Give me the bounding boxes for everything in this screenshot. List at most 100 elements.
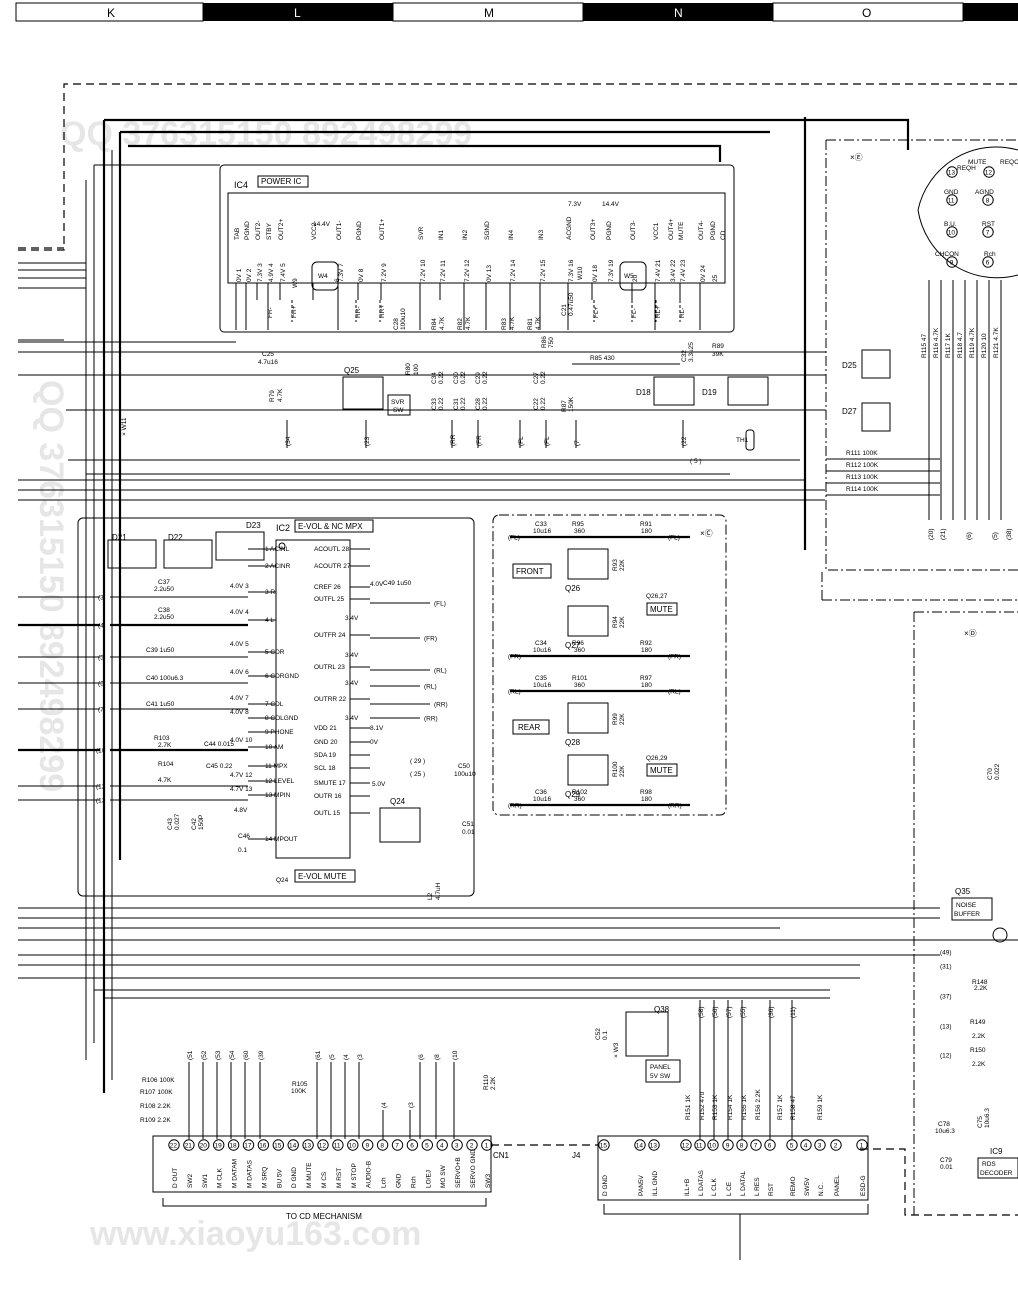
- cn1-label: CN1: [493, 1151, 510, 1160]
- j4-signal-8: L DATAL: [740, 1170, 747, 1196]
- jumper-w5: W5: [624, 273, 634, 280]
- cn1-pin-21-number: 21: [185, 1143, 193, 1150]
- jumper-w9: W9: [292, 278, 299, 288]
- cn1-pin-17-number: 17: [244, 1143, 252, 1150]
- r80-label: R80: [405, 363, 412, 375]
- j4-pin-10-number: 10: [709, 1143, 717, 1150]
- ic4-voltage-7: 7.3V 7: [338, 263, 345, 282]
- r83-value: 4.7K: [509, 316, 516, 330]
- r117-label: R117 1K: [945, 333, 952, 358]
- connector-e-label-rst: RST: [982, 221, 995, 228]
- r99-label: R99: [612, 713, 619, 725]
- r86-value: 750: [548, 337, 555, 348]
- cn1-pin-1-number: 1: [485, 1143, 489, 1150]
- ic2-left-pin-2: 2 ACINR: [265, 563, 291, 570]
- grid-col-m: M: [484, 6, 494, 20]
- r109-label: R109 2.2K: [140, 1117, 171, 1124]
- ic2-left-pin-12: 12 LEVEL: [265, 778, 295, 785]
- ic2-right-voltage: 3.4V: [345, 615, 359, 622]
- ic2-output-arrows: (FL)(FR)(RL)(RL)(RR)(RR)( 29 )( 25 ): [370, 601, 448, 778]
- svr-sw-line1: SVR: [391, 399, 405, 406]
- j4-pin-4-number: 4: [804, 1143, 808, 1150]
- c25-label: C25: [262, 351, 274, 358]
- mute-out-fr: (FR): [668, 654, 681, 661]
- cn1-wire-tag-51: (51: [187, 1050, 194, 1060]
- j4-signal-3: N.C.: [818, 1183, 825, 1196]
- ic4-note-7v3: 7.3V: [568, 201, 582, 208]
- cap-c29-label: C29: [475, 372, 482, 384]
- r100-value: 22K: [619, 765, 626, 777]
- ic2-input-arrows: (3(4(5(6(7(10(12(13: [18, 595, 248, 805]
- j4-signal-5: REMO: [790, 1177, 797, 1197]
- cap-c33-label: C33: [431, 398, 438, 410]
- input-tag-5: (5: [98, 655, 104, 662]
- ic2-left-pin-13: 13 MPIN: [265, 792, 291, 799]
- ic4-pin-24: PGND: [710, 221, 717, 240]
- ic4-voltage-21: 3.4V 22: [670, 259, 677, 282]
- ic2-right-pin-25: OUTFL 25: [314, 596, 344, 603]
- cn1-wire-tag-52: (52: [201, 1050, 208, 1060]
- right-bus-in-31: (31): [940, 964, 952, 971]
- connector-e-label-rch: Rch: [984, 251, 996, 258]
- j4-pin-2-number: 2: [834, 1143, 838, 1150]
- ic2-left-voltage: 4.0V 7: [230, 695, 249, 702]
- ic2-left-pin-1: 1 ACINL: [265, 546, 290, 553]
- cn1-signal-19: M CLK: [217, 1167, 224, 1188]
- cn1-wire-tag-4: (4: [381, 1102, 388, 1108]
- output-tag-fr: (FR): [424, 636, 437, 643]
- ic2-right-voltage: 3.4V: [345, 680, 359, 687]
- connector-e-pin-13-ring: [946, 166, 958, 178]
- ic2-left-pin-14: 14 MPOUT: [265, 836, 298, 843]
- grid-col-n: N: [674, 6, 683, 20]
- c79-label: C79: [940, 1157, 952, 1164]
- r98-value: 180: [641, 796, 652, 803]
- j4-pin-3-ring: [814, 1139, 826, 1151]
- cn1-signal-20: SW1: [202, 1174, 209, 1188]
- noise-buffer-line2: BUFFER: [954, 911, 980, 918]
- l2-label: L2: [427, 892, 434, 900]
- r89-value: 39K: [712, 351, 724, 358]
- right-bus-20: (20): [928, 528, 935, 540]
- right-bus-arrows: (20)(21)(6)(5)(38)(49)(31)(37)(13)(12): [928, 528, 1013, 1059]
- cn1-pin-6-ring: [406, 1139, 419, 1151]
- ic4-pin-22: MUTE: [678, 221, 685, 240]
- c45-label: C45 0.22: [206, 763, 233, 770]
- cn1-wire-tag-3: (3: [357, 1054, 364, 1060]
- c52-value: 0.1: [602, 1031, 609, 1040]
- cn1-pin-22-number: 22: [170, 1143, 178, 1150]
- ic4-pin-3: OUT2-: [255, 221, 262, 241]
- input-tag-12: (12: [96, 784, 106, 791]
- r158-label: R158 47: [790, 1095, 797, 1120]
- ic2-right-pin-23: OUTRL 23: [314, 664, 345, 671]
- ic2-right-pin-28: ACOUTL 28: [314, 546, 350, 553]
- cn1-wire-tag-3: (3: [408, 1102, 415, 1108]
- output-tag-rl: (RL): [424, 684, 437, 691]
- ic4-pin-5: OUT2+: [278, 219, 285, 240]
- bus-tag-fl: (FL: [544, 436, 551, 446]
- cn1-wire-tag-10: (10: [452, 1050, 459, 1060]
- j4-pin-3-number: 3: [818, 1143, 822, 1150]
- ic2-right-pin-17: SMUTE 17: [314, 780, 346, 787]
- c42-value: 150P: [198, 815, 205, 830]
- c32-label: C32: [681, 350, 688, 362]
- c43-value: 0.027: [174, 813, 181, 830]
- j4-pin-8-ring: [736, 1139, 748, 1151]
- ic4-voltage-13: 0V 13: [486, 265, 493, 282]
- connector-e-label-agnd: AGND: [975, 189, 994, 196]
- mute-label-front: MUTE: [650, 605, 673, 614]
- cn1-pin-10-number: 10: [349, 1143, 357, 1150]
- j4-label: J4: [572, 1151, 581, 1160]
- cn1-wire-tag-5: (5: [329, 1054, 336, 1060]
- r113-label: R113 100K: [846, 474, 879, 481]
- ic4-voltage-8: 0V 8: [358, 268, 365, 282]
- ic4-voltage-5: 7.4V 5: [280, 263, 287, 282]
- bus-tag-fr: (FR: [476, 435, 483, 446]
- c38-label: C38: [158, 607, 170, 614]
- cn1-signal-21: SW2: [187, 1174, 194, 1188]
- ic4-pin-14: IN4: [508, 230, 515, 241]
- connector-e-pin-13-number: 13: [948, 170, 956, 177]
- ic4-pin-17: OUT3+: [590, 219, 597, 240]
- j4-pin-15-number: 15: [600, 1143, 608, 1150]
